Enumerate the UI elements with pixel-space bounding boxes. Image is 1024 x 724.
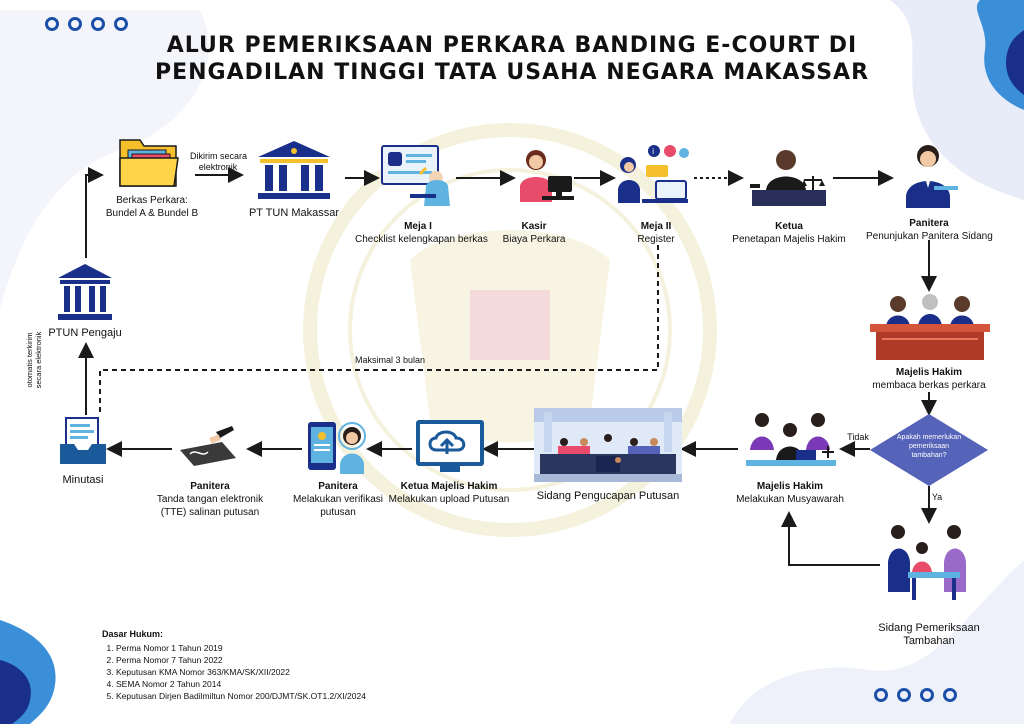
panitera3-label: Panitera Tanda tangan elektronik (TTE) s… — [150, 480, 270, 519]
deliberation-icon — [746, 413, 836, 466]
ketua-majelis-desc: Melakukan upload Putusan — [388, 494, 510, 505]
panitera3-desc1: Tanda tangan elektronik — [156, 494, 264, 505]
circle-icon — [943, 688, 957, 702]
majelis1-name: Majelis Hakim — [895, 367, 963, 378]
panitera1-label: Panitera Penunjukan Panitera Sidang — [866, 217, 993, 243]
ketua-majelis-name: Ketua Majelis Hakim — [400, 481, 498, 492]
circle-icon — [91, 17, 105, 31]
maksimal-label: Maksimal 3 bulan — [354, 355, 426, 365]
courthouse-icon — [58, 264, 112, 320]
berkas-line2: Bundel A & Bundel B — [105, 208, 199, 219]
panitera3-name: Panitera — [190, 481, 230, 492]
sidang-tambahan-line1: Sidang Pemeriksaan — [878, 622, 980, 634]
legal-item: SEMA Nomor 2 Tahun 2014 — [116, 678, 366, 690]
meja1-name: Meja I — [404, 221, 432, 232]
ketua-desc: Penetapan Majelis Hakim — [732, 234, 846, 245]
page-title-line1: ALUR PEMERIKSAAN PERKARA BANDING E-COURT… — [166, 33, 858, 58]
circle-icon — [68, 17, 82, 31]
decision-line2: pemeriksaan — [908, 443, 950, 450]
panitera1-name: Panitera — [909, 218, 949, 229]
majelis1-desc: membaca berkas perkara — [872, 380, 986, 391]
circle-icon — [45, 17, 59, 31]
cashier-icon — [520, 150, 574, 202]
majelis2-desc: Melakukan Musyawarah — [736, 494, 844, 505]
panitera2-desc1: Melakukan verifikasi — [292, 494, 384, 505]
panitera2-desc2: putusan — [320, 507, 356, 518]
tidak-label: Tidak — [847, 432, 869, 442]
sidang-tambahan-line2: Tambahan — [903, 635, 955, 647]
decision-diamond — [870, 414, 988, 486]
checklist-monitor-icon — [381, 145, 450, 206]
berkas-line1: Berkas Perkara: — [116, 195, 188, 206]
majelis2-label: Majelis Hakim Melakukan Musyawarah — [728, 480, 852, 506]
meja2-name: Meja II — [640, 221, 672, 232]
verification-icon — [308, 422, 366, 474]
decorative-dots-top — [45, 17, 128, 31]
decision-line3: tambahan? — [911, 452, 947, 459]
legal-item: Perma Nomor 7 Tahun 2022 — [116, 654, 366, 666]
meja2-desc: Register — [637, 234, 675, 245]
clerk-icon — [906, 145, 958, 208]
ketua-majelis-label: Ketua Majelis Hakim Melakukan upload Put… — [388, 480, 510, 506]
svg-text:i: i — [652, 147, 654, 156]
background-blob-top-right — [890, 0, 1024, 200]
ketua-name: Ketua — [775, 221, 803, 232]
background-blob-bottom-right — [730, 560, 1024, 724]
majelis2-name: Majelis Hakim — [756, 481, 824, 492]
meja1-desc: Checklist kelengkapan berkas — [355, 234, 488, 245]
ketua-label: Ketua Penetapan Majelis Hakim — [730, 220, 848, 246]
circle-icon — [920, 688, 934, 702]
courthouse-icon — [258, 141, 330, 199]
meja2-label: Meja II Register — [616, 220, 696, 246]
page-title-line2: PENGADILAN TINGGI TATA USAHA NEGARA MAKA… — [154, 60, 870, 85]
otomatis-line1: otomatis terkirim — [25, 332, 34, 388]
legal-list: Perma Nomor 1 Tahun 2019 Perma Nomor 7 T… — [102, 642, 366, 702]
kirim-label: Dikirim secara elektronik — [190, 151, 248, 173]
ptun-pengaju-label: PTUN Pengaju — [48, 327, 122, 339]
legal-item: Perma Nomor 1 Tahun 2019 — [116, 642, 366, 654]
legal-heading: Dasar Hukum: — [102, 629, 164, 639]
judges-bench-icon — [870, 294, 990, 360]
sidang-putusan-label: Sidang Pengucapan Putusan — [536, 490, 680, 502]
legal-item: Keputusan Dirjen Badilmiltun Nomor 200/D… — [116, 690, 366, 702]
legal-item: Keputusan KMA Nomor 363/KMA/SK/XII/2022 — [116, 666, 366, 678]
folder-icon — [119, 139, 179, 187]
otomatis-line2: secara elektronik — [34, 331, 43, 389]
panitera1-desc: Penunjukan Panitera Sidang — [866, 231, 993, 242]
ya-label: Ya — [931, 492, 943, 502]
document-tray-icon — [60, 417, 106, 464]
panitera3-desc2: (TTE) salinan putusan — [160, 507, 260, 518]
panitera2-name: Panitera — [318, 481, 358, 492]
pt-tun-label: PT TUN Makassar — [248, 207, 340, 219]
verdict-hearing-illustration — [534, 408, 682, 482]
kirim-line2: elektronik — [198, 162, 238, 172]
decorative-dots-bottom — [874, 688, 957, 702]
circle-icon — [874, 688, 888, 702]
decision-label: Apakah memerlukan pemeriksaan tambahan? — [888, 433, 970, 460]
kasir-desc: Biaya Perkara — [502, 234, 566, 245]
register-operator-icon: i — [618, 145, 689, 203]
sidang-tambahan-label: Sidang Pemeriksaan Tambahan — [864, 622, 994, 648]
majelis1-label: Majelis Hakim membaca berkas perkara — [864, 366, 994, 392]
panitera2-label: Panitera Melakukan verifikasi putusan — [290, 480, 386, 519]
kasir-name: Kasir — [521, 221, 547, 232]
circle-icon — [897, 688, 911, 702]
cloud-upload-icon — [416, 420, 484, 472]
decision-line1: Apakah memerlukan — [896, 434, 962, 441]
judge-icon — [750, 150, 826, 206]
background-blob-left — [0, 10, 209, 310]
circle-icon — [114, 17, 128, 31]
meja1-label: Meja I Checklist kelengkapan berkas — [355, 220, 488, 246]
legal-basis: Dasar Hukum: Perma Nomor 1 Tahun 2019 Pe… — [102, 628, 366, 702]
background-blob-bottom-left — [0, 620, 56, 724]
kirim-line1: Dikirim secara — [190, 151, 248, 161]
berkas-label: Berkas Perkara: Bundel A & Bundel B — [102, 194, 202, 220]
minutasi-label: Minutasi — [62, 474, 104, 486]
otomatis-label: otomatis terkirim secara elektronik — [25, 320, 43, 400]
e-signature-icon — [180, 426, 236, 466]
additional-hearing-icon — [888, 525, 966, 600]
kasir-label: Kasir Biaya Perkara — [494, 220, 574, 246]
